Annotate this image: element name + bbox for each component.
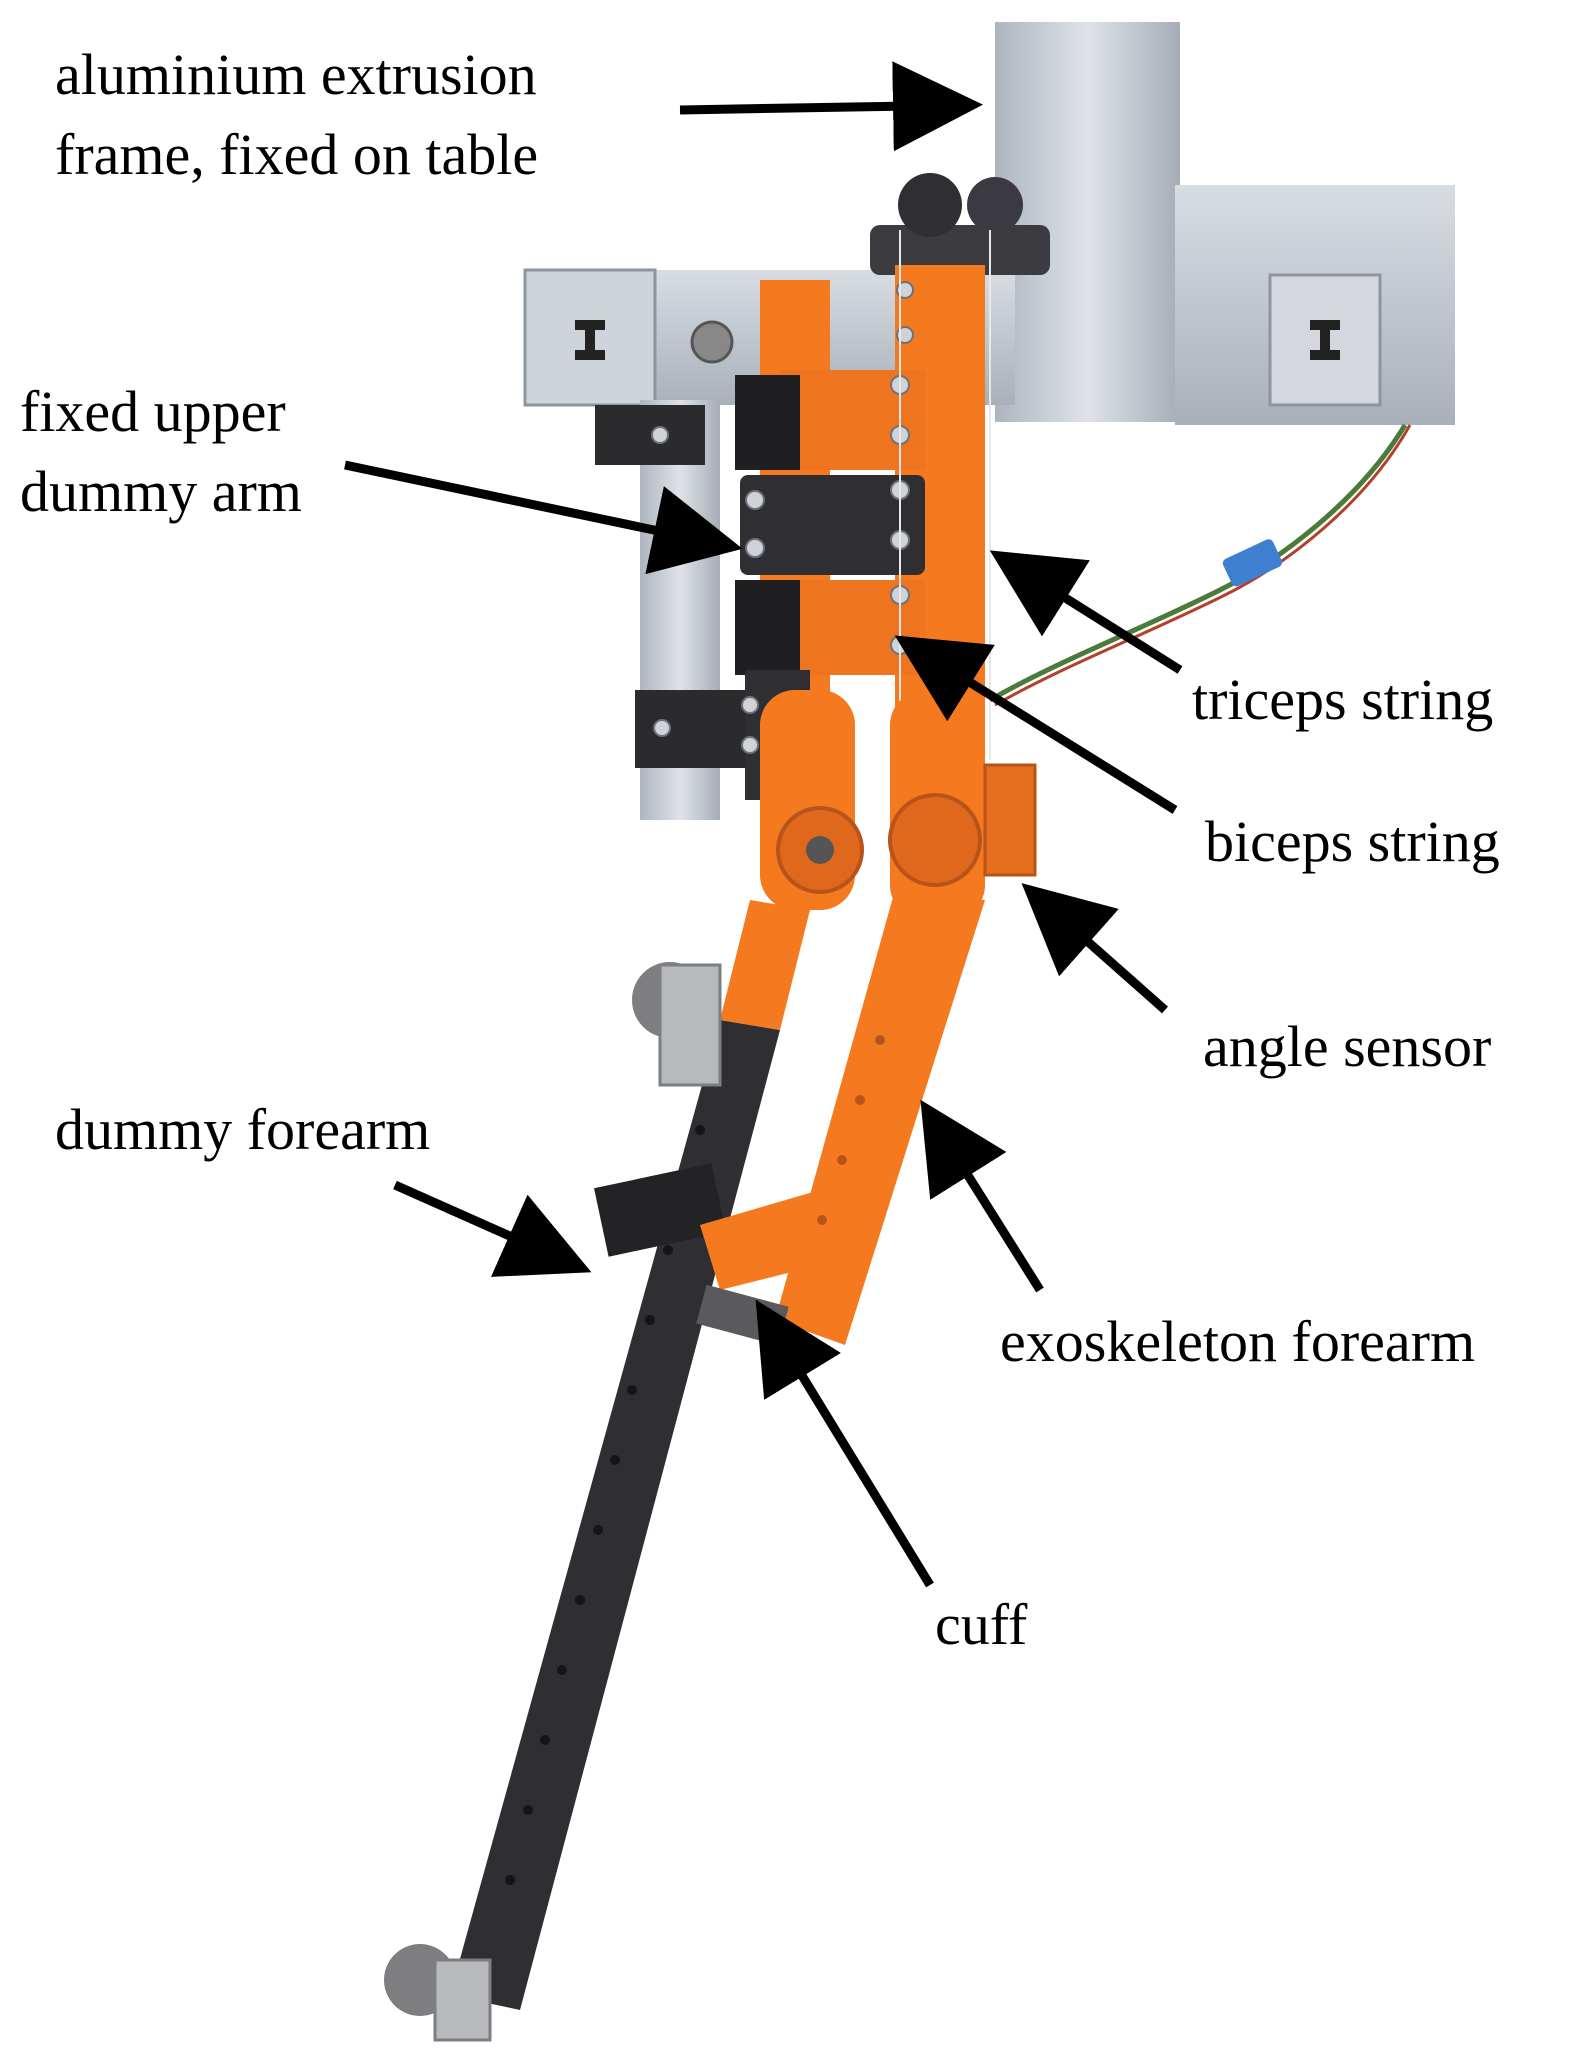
vertical-extrusion bbox=[995, 22, 1180, 422]
arrow-frame bbox=[679, 61, 983, 152]
label-exoskeleton-forearm: exoskeleton forearm bbox=[1000, 1302, 1475, 1382]
label-triceps-string: triceps string bbox=[1192, 660, 1493, 740]
cable-connector bbox=[1222, 539, 1283, 587]
dummy-forearm bbox=[384, 900, 810, 2042]
exo-forearm-cuff-link bbox=[700, 1190, 840, 1290]
exoskeleton-forearm bbox=[696, 890, 985, 1346]
label-upper-arm-line2: dummy arm bbox=[20, 459, 302, 524]
extrusion-slot-right bbox=[1310, 320, 1340, 360]
label-dummy-forearm: dummy forearm bbox=[55, 1090, 430, 1170]
exo-forearm-holes bbox=[817, 1035, 885, 1225]
dummy-forearm-upper bbox=[720, 900, 810, 1030]
sensor-cable-2 bbox=[994, 424, 1412, 707]
velcro-strap-2 bbox=[735, 580, 800, 675]
arrow-triceps bbox=[989, 550, 1183, 674]
arrow-biceps bbox=[894, 635, 1178, 814]
dummy-upper-block bbox=[740, 475, 925, 575]
label-cuff: cuff bbox=[935, 1585, 1027, 1665]
extrusion-slot-left bbox=[575, 320, 605, 360]
label-upper-dummy-arm: fixed upper dummy arm bbox=[20, 372, 302, 532]
dummy-elbow-hub bbox=[806, 836, 834, 864]
label-aluminium-frame: aluminium extrusion frame, fixed on tabl… bbox=[55, 35, 538, 195]
forearm-strap bbox=[594, 1163, 726, 1257]
label-frame-line2: frame, fixed on table bbox=[55, 122, 539, 187]
velcro-strap-1 bbox=[735, 375, 800, 470]
weight-plate-upper bbox=[658, 963, 722, 1087]
arrow-dummy-forearm bbox=[393, 1180, 592, 1277]
annotation-arrows bbox=[344, 61, 1183, 1588]
arrow-upper-arm bbox=[344, 460, 743, 575]
angle-sensor-box bbox=[983, 763, 1037, 877]
pulley-mount bbox=[870, 173, 1050, 275]
weight-plate-lower bbox=[433, 1958, 492, 2042]
label-dummy-forearm-text: dummy forearm bbox=[55, 1097, 431, 1162]
label-biceps-text: biceps string bbox=[1205, 809, 1500, 874]
exo-forearm-bar bbox=[775, 890, 985, 1345]
bracket-upper bbox=[595, 405, 705, 465]
label-upper-arm-line1: fixed upper bbox=[20, 379, 286, 444]
sensor-cable bbox=[988, 423, 1408, 703]
label-angle-sensor-text: angle sensor bbox=[1203, 1014, 1492, 1079]
elbow-joints bbox=[760, 690, 1037, 920]
dummy-forearm-bar bbox=[450, 1020, 780, 2010]
bolt-head bbox=[690, 320, 734, 364]
label-frame-line1: aluminium extrusion bbox=[55, 42, 537, 107]
label-exo-forearm-text: exoskeleton forearm bbox=[1000, 1309, 1476, 1374]
pulley-wheel-2 bbox=[967, 177, 1023, 233]
label-cuff-text: cuff bbox=[935, 1592, 1028, 1657]
arrow-cuff bbox=[755, 1299, 934, 1588]
exo-elbow-bearing bbox=[888, 793, 982, 887]
extrusion-end-left bbox=[523, 268, 657, 407]
pulley-wheel bbox=[898, 173, 962, 237]
pulley-plate bbox=[870, 225, 1050, 275]
arrow-angle-sensor bbox=[1021, 883, 1168, 1014]
arrow-exo-forearm bbox=[920, 1099, 1044, 1293]
label-triceps-text: triceps string bbox=[1192, 667, 1494, 732]
label-angle-sensor: angle sensor bbox=[1203, 1007, 1491, 1087]
label-biceps-string: biceps string bbox=[1205, 802, 1500, 882]
dummy-forearm-holes bbox=[505, 1125, 705, 1885]
